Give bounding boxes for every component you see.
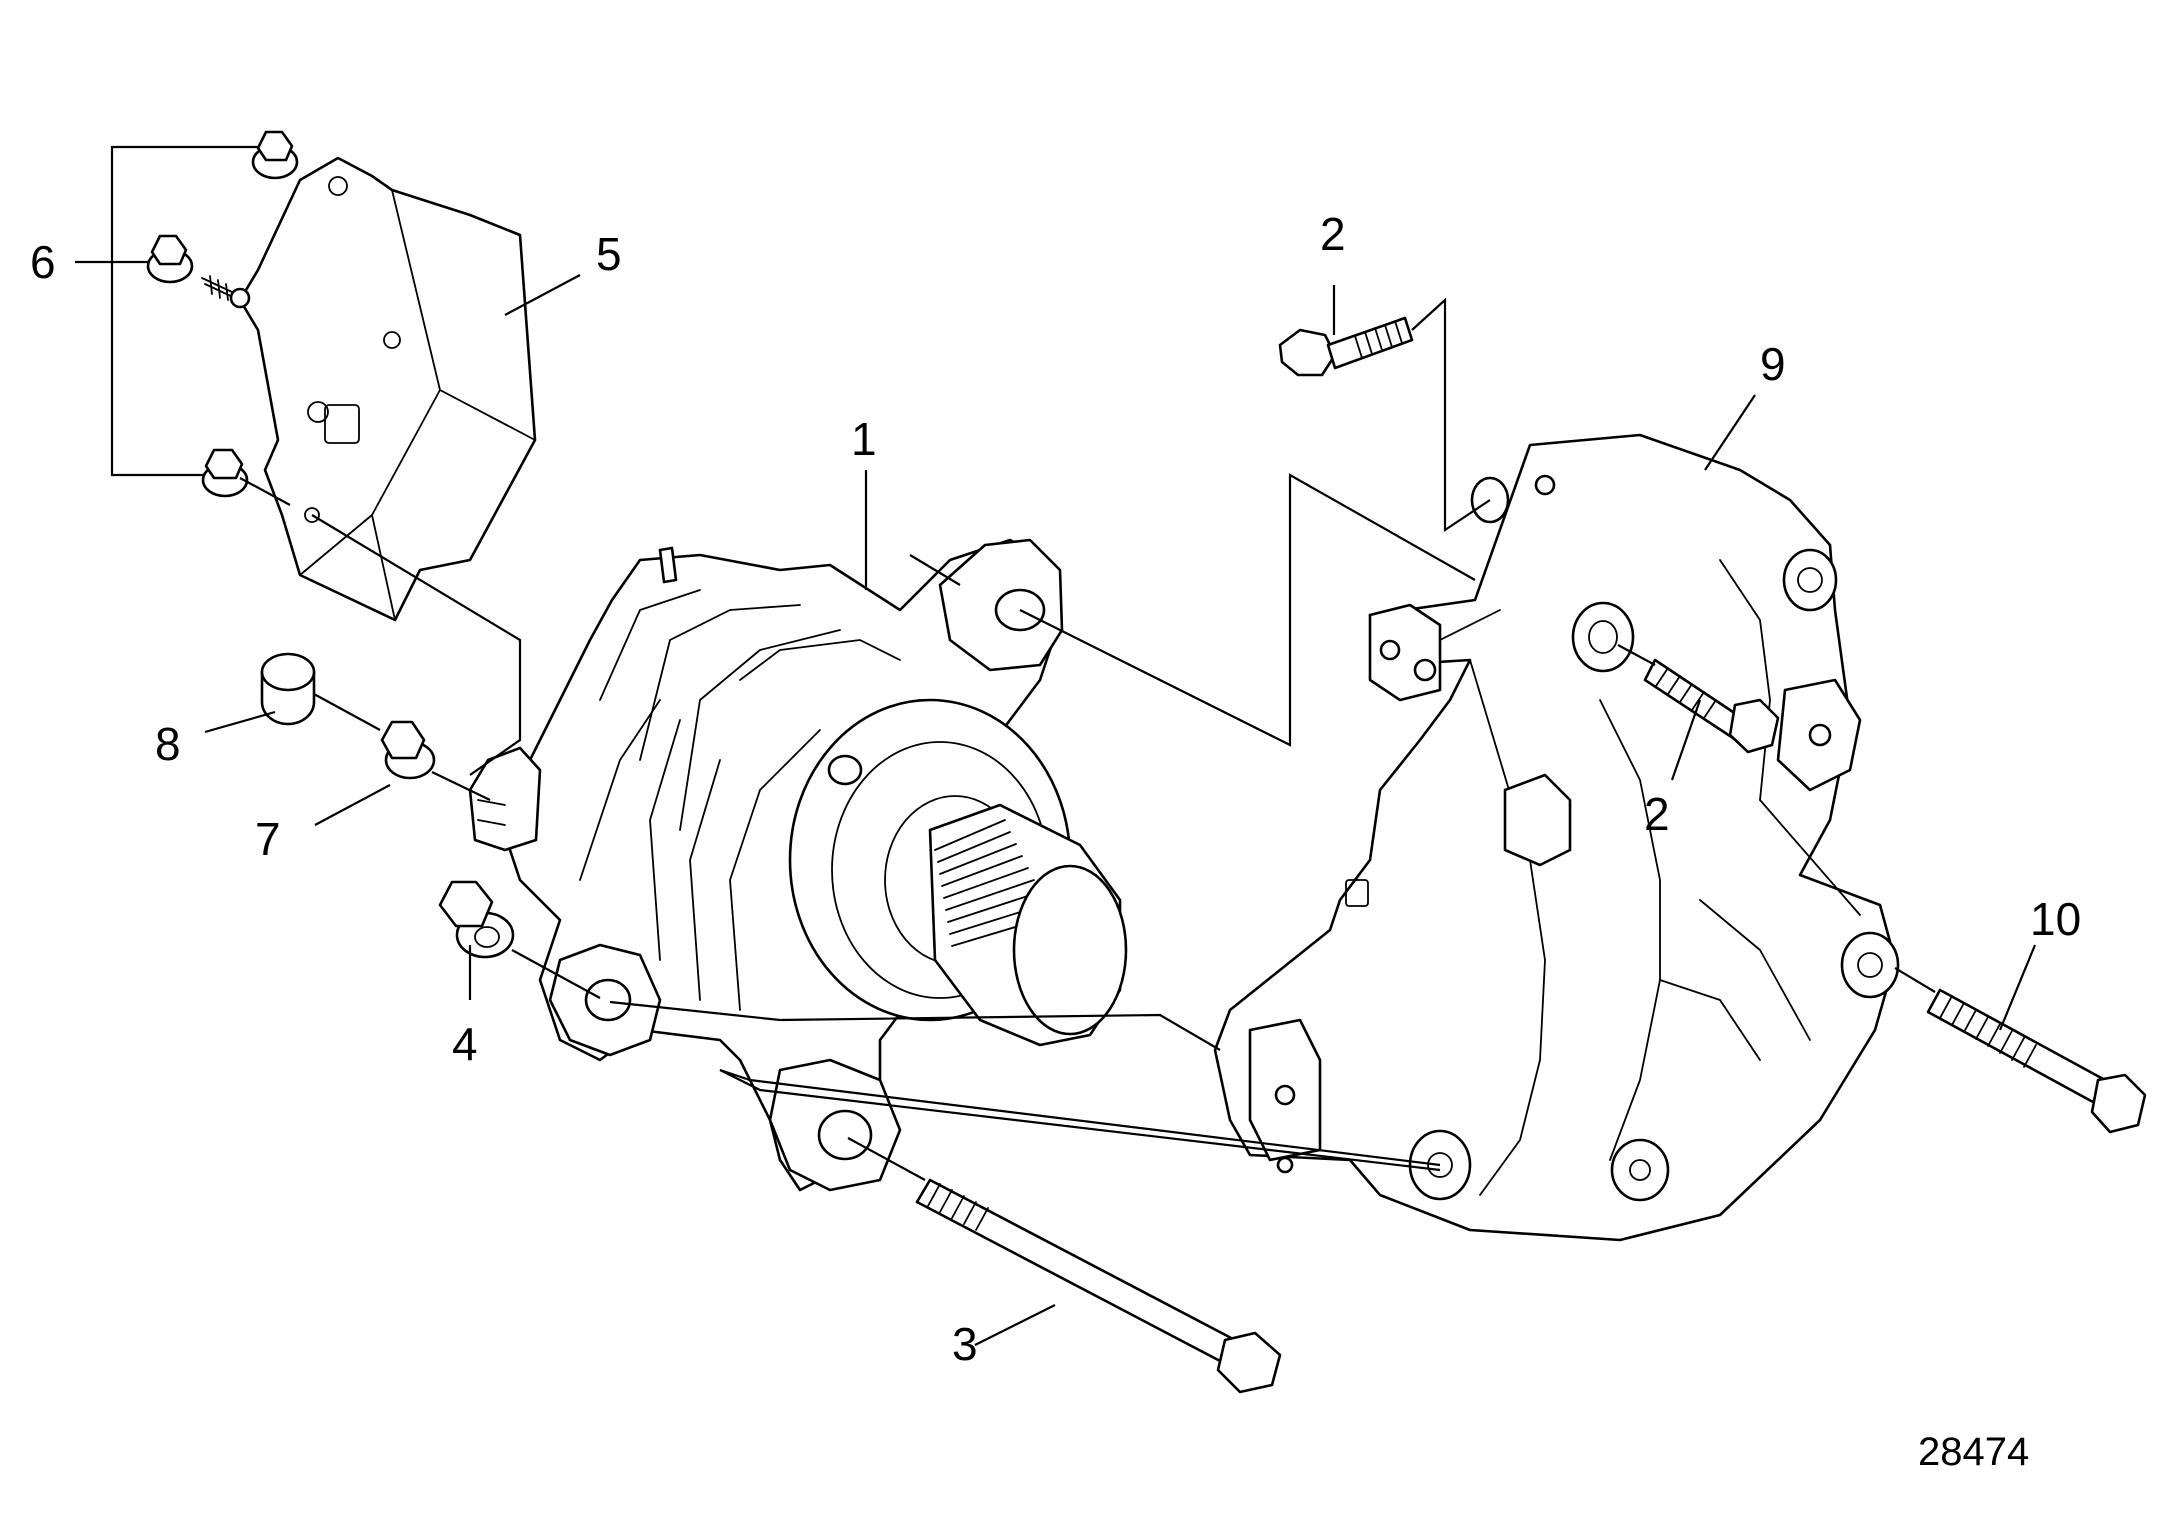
- part-8-bushing: [260, 652, 316, 726]
- nut-6-middle: [146, 234, 194, 284]
- part-6-nuts: [146, 130, 299, 498]
- callout-1: 1: [851, 413, 877, 465]
- part-2-bolt-top: [1278, 316, 1414, 377]
- part-9-bracket: [1213, 433, 1900, 1242]
- nut-6-top: [251, 130, 299, 180]
- part-1-alternator: [468, 538, 1128, 1192]
- callout-7: 7: [255, 813, 281, 865]
- callout-2-top: 2: [1320, 208, 1346, 260]
- nut-6-bottom: [201, 448, 249, 498]
- callout-4: 4: [452, 1018, 478, 1070]
- callout-2-middle: 2: [1644, 788, 1670, 840]
- figure-number: 28474: [1918, 1430, 2029, 1474]
- callout-5: 5: [596, 228, 622, 280]
- callout-9: 9: [1760, 338, 1786, 390]
- callout-8: 8: [155, 718, 181, 770]
- pulley: [928, 803, 1128, 1047]
- callout-3: 3: [952, 1318, 978, 1370]
- callout-6: 6: [30, 236, 56, 288]
- part-10-bolt: [1926, 988, 2147, 1134]
- part-2-bolt-middle: [1643, 658, 1780, 754]
- part-3-bolt: [915, 1178, 1282, 1394]
- part-5-cover-plate: [238, 156, 537, 622]
- part-7-nut: [380, 720, 436, 780]
- assembly-lines: [75, 145, 1936, 1181]
- callout-10: 10: [2030, 893, 2081, 945]
- part-4-nut: [438, 880, 515, 959]
- callouts: 1 2 2 3 4 5 6 7 8 9 10 28474: [30, 208, 2081, 1474]
